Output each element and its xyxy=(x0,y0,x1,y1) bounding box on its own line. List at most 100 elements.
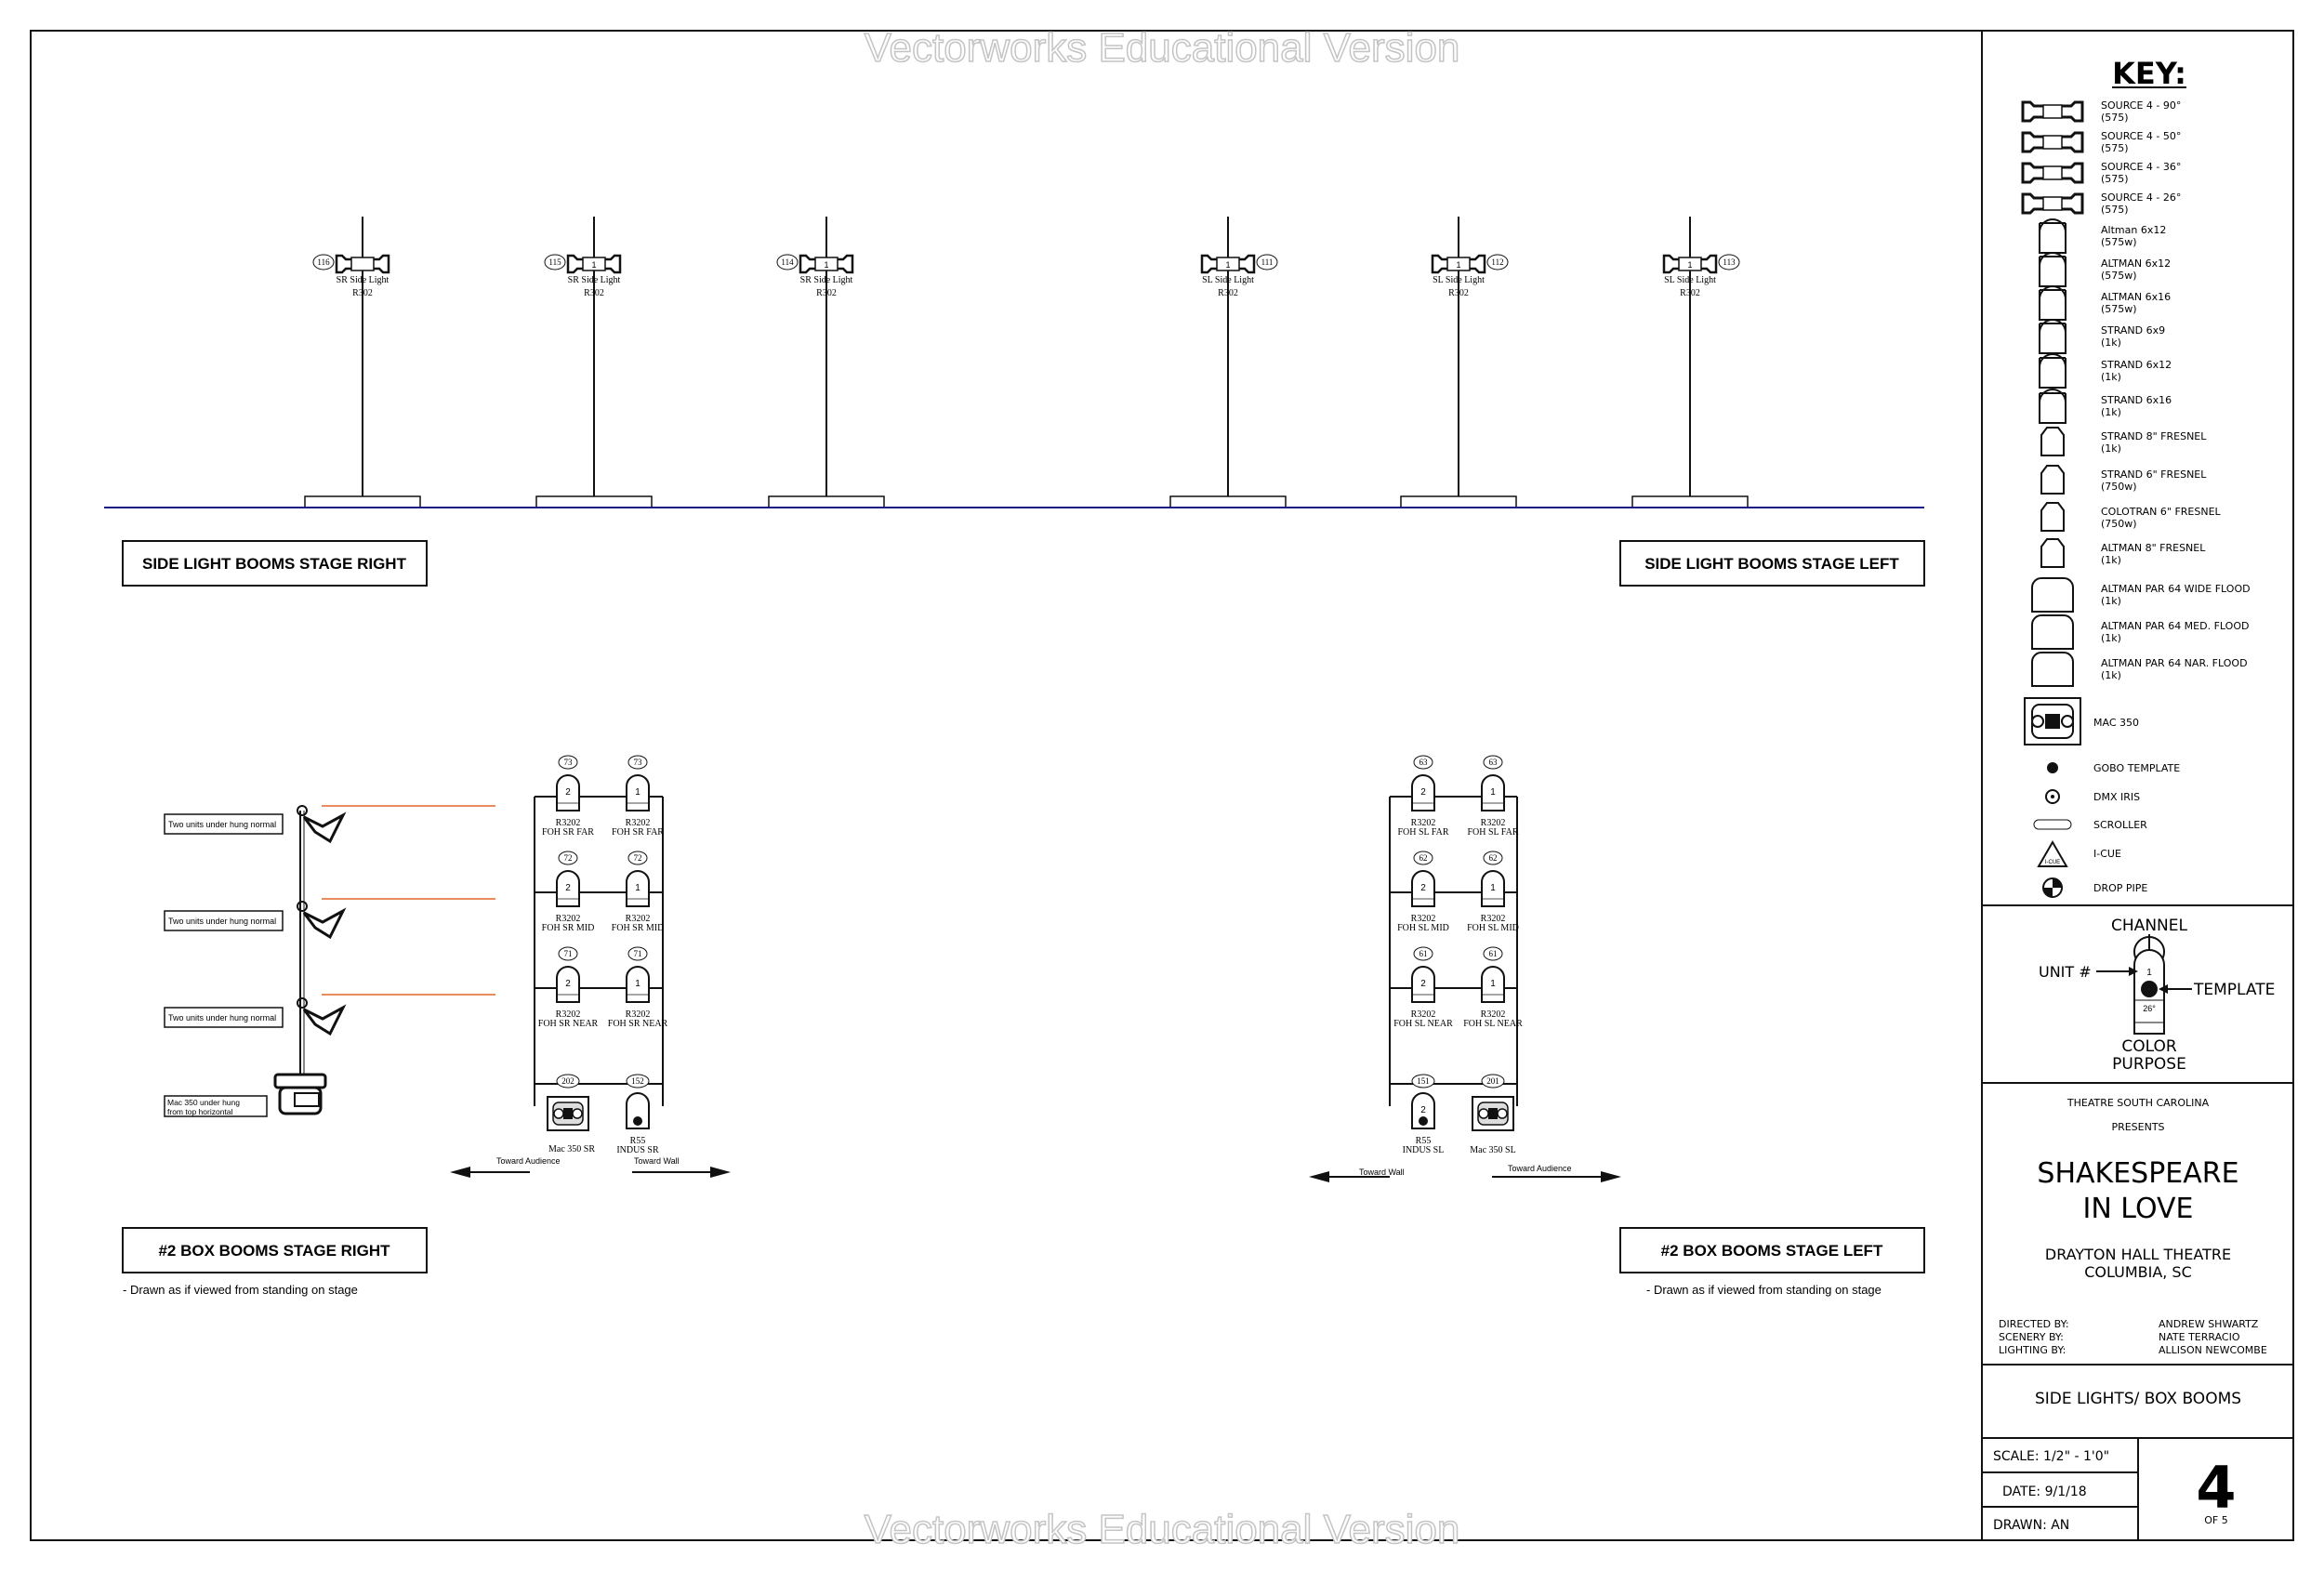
key-label: (1k) xyxy=(2101,406,2121,418)
key-label: COLOTRAN 6" FRESNEL xyxy=(2101,506,2222,518)
credit-role: SCENERY BY: xyxy=(1999,1331,2064,1343)
scale: SCALE: 1/2" - 1'0" xyxy=(1993,1449,2109,1464)
fixture-purpose: INDUS SR xyxy=(616,1145,659,1155)
channel-number: 114 xyxy=(781,257,794,267)
fixture-purpose: FOH SL FAR xyxy=(1397,827,1448,838)
channel-number: 63 xyxy=(1419,758,1429,767)
key-label: ALTMAN 8" FRESNEL xyxy=(2101,542,2206,554)
ellipsoidal-fixture-icon xyxy=(1481,774,1505,811)
boom-base xyxy=(535,495,653,508)
source4-fixture-icon xyxy=(335,254,390,274)
box-booms-left-title-box: #2 BOX BOOMS STAGE LEFT xyxy=(1619,1227,1925,1273)
side-view-fixture-icon xyxy=(297,805,347,844)
source4-fixture-icon: 1 xyxy=(799,254,854,274)
credit-name: NATE TERRACIO xyxy=(2159,1331,2240,1343)
channel-number: 62 xyxy=(1489,853,1498,863)
fixture-color: R3202 xyxy=(626,1009,651,1020)
unit-number: 1 xyxy=(1687,260,1692,270)
show-title-line2: IN LOVE xyxy=(2082,1193,2193,1225)
unit-number: 1 xyxy=(824,260,828,270)
key-label: MAC 350 xyxy=(2093,717,2139,729)
par-icon xyxy=(2031,577,2074,613)
channel-number: 73 xyxy=(634,758,643,767)
key-label: (1k) xyxy=(2101,595,2121,607)
key-label: SCROLLER xyxy=(2093,819,2147,831)
boom-purpose: SR Side Light xyxy=(337,275,390,285)
channel-circle xyxy=(627,851,648,865)
par-icon xyxy=(2031,652,2074,687)
box-booms-right-title-box: #2 BOX BOOMS STAGE RIGHT xyxy=(122,1227,428,1273)
key-label: SOURCE 4 - 36° xyxy=(2101,161,2181,173)
channel-number: 72 xyxy=(564,853,573,863)
ellipsoidal-fixture-icon xyxy=(626,774,650,811)
fixture-purpose: FOH SL NEAR xyxy=(1393,1019,1453,1029)
ellipsoidal-icon xyxy=(2039,389,2067,424)
fixture-purpose: FOH SR NEAR xyxy=(608,1019,668,1029)
channel-number: 201 xyxy=(1486,1076,1499,1086)
source4-icon xyxy=(2021,131,2084,153)
fixture-color: R3202 xyxy=(626,914,651,924)
box-booms-right-note: - Drawn as if viewed from standing on st… xyxy=(123,1283,358,1297)
sheet-number: 4 xyxy=(2196,1454,2236,1522)
channel-circle xyxy=(627,946,648,961)
side-note: Two units under hung normal xyxy=(168,1013,276,1022)
fixture-color: R3202 xyxy=(626,818,651,828)
channel-circle xyxy=(544,254,566,270)
par-fixture-icon xyxy=(1411,1092,1435,1129)
channel-circle xyxy=(1483,851,1503,865)
scroller-icon xyxy=(2033,819,2072,830)
city: COLUMBIA, SC xyxy=(2084,1263,2192,1281)
channel-circle xyxy=(1483,755,1503,770)
key-label: (575) xyxy=(2101,142,2129,154)
channel-number: 61 xyxy=(1489,949,1498,958)
boom-color: R302 xyxy=(1680,288,1700,298)
boom-purpose: SR Side Light xyxy=(800,275,853,285)
key-label: STRAND 6x9 xyxy=(2101,324,2165,336)
par-fixture-icon xyxy=(626,1092,650,1129)
channel-number: 151 xyxy=(1417,1076,1430,1086)
key-label: SOURCE 4 - 90° xyxy=(2101,99,2181,112)
box-booms-right-title: #2 BOX BOOMS STAGE RIGHT xyxy=(158,1242,390,1260)
key-label: (1k) xyxy=(2101,554,2121,566)
channel-number: 111 xyxy=(1261,257,1274,267)
boom-color: R302 xyxy=(816,288,837,298)
drawn: DRAWN: AN xyxy=(1993,1518,2069,1533)
fixture-color: R3202 xyxy=(556,914,581,924)
channel-circle xyxy=(312,254,335,270)
watermark-bottom: Vectorworks Educational Version xyxy=(865,1507,1460,1552)
unit-number: 1 xyxy=(1225,260,1230,270)
channel-circle xyxy=(558,946,578,961)
source4-fixture-icon: 1 xyxy=(566,254,622,274)
channel-circle xyxy=(1413,755,1433,770)
legend-degree-value: 26° xyxy=(2143,1004,2156,1013)
side-note: from top horizontal xyxy=(167,1107,233,1116)
boom-base xyxy=(304,495,421,508)
key-label: SOURCE 4 - 50° xyxy=(2101,130,2181,142)
boom-color: R302 xyxy=(584,288,604,298)
toward-audience-label: Toward Audience xyxy=(1508,1164,1572,1173)
i-cue-glyph: I-CUE xyxy=(2045,860,2060,865)
key-label: (750w) xyxy=(2101,481,2137,493)
legend-unit-value: 1 xyxy=(2146,968,2152,978)
source4-icon xyxy=(2021,162,2084,184)
key-label: ALTMAN 6x12 xyxy=(2101,257,2171,270)
key-label: (1k) xyxy=(2101,669,2121,681)
fixture-color: R3202 xyxy=(556,1009,581,1020)
fixture-purpose: INDUS SL xyxy=(1403,1145,1445,1155)
unit-number: 2 xyxy=(565,979,571,989)
ellipsoidal-fixture-icon xyxy=(1481,966,1505,1003)
unit-number: 1 xyxy=(1490,787,1496,798)
key-label: GOBO TEMPLATE xyxy=(2093,762,2180,774)
side-note: Mac 350 under hung xyxy=(167,1098,240,1107)
mac-label: Mac 350 SL xyxy=(1470,1145,1515,1155)
i-cue-icon xyxy=(2037,839,2068,867)
toward-wall-label: Toward Wall xyxy=(634,1156,680,1166)
channel-number: 61 xyxy=(1419,949,1428,958)
source4-fixture-icon: 1 xyxy=(1431,254,1486,274)
ellipsoidal-icon xyxy=(2039,353,2067,389)
ellipsoidal-icon xyxy=(2039,252,2067,287)
channel-circle xyxy=(558,851,578,865)
fixture-purpose: FOH SL MID xyxy=(1397,923,1449,933)
gobo-dot-icon xyxy=(633,1116,642,1126)
unit-number: 1 xyxy=(591,260,596,270)
